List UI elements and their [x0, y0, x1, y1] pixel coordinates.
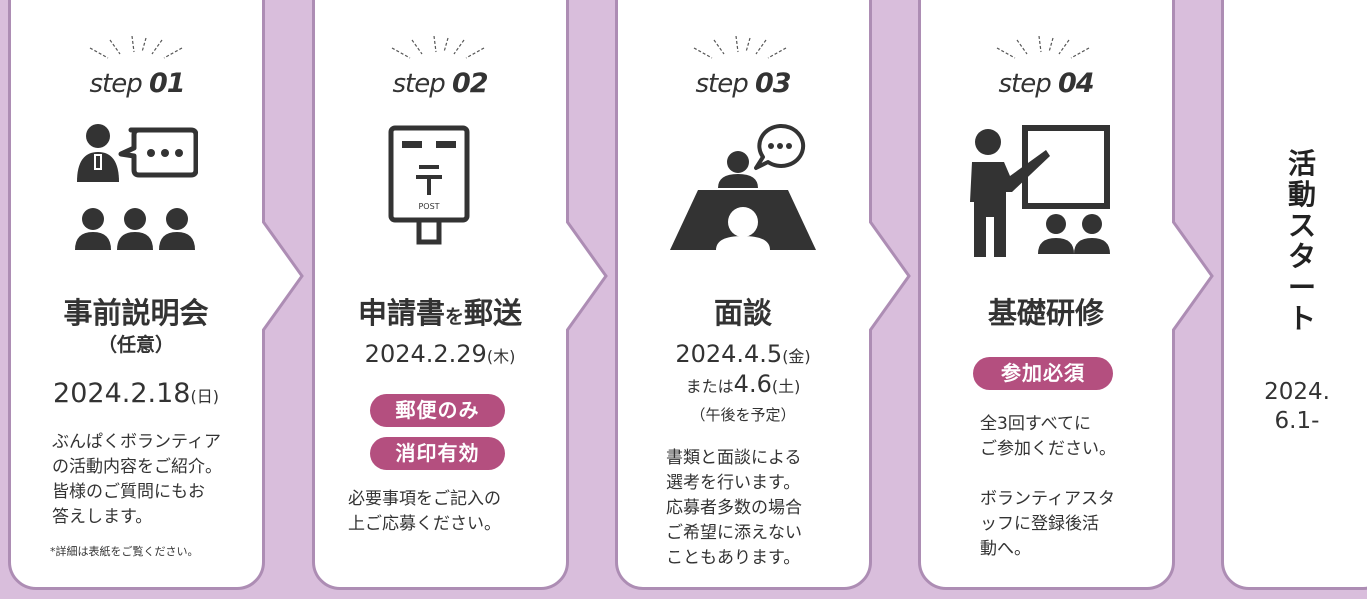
- post-box-icon: POST: [388, 125, 470, 245]
- step-01-label: step 01: [89, 68, 185, 99]
- training-icon: [970, 125, 1110, 257]
- svg-text:POST: POST: [418, 202, 439, 211]
- step-04-title: 基礎研修: [987, 296, 1104, 330]
- seminar-icon: [75, 124, 198, 250]
- step-03-label: step 03: [695, 68, 791, 99]
- step-04-description: 全3回すべてにご参加ください。ボランティアスタッフに登録後活動へ。: [980, 414, 1116, 559]
- sparkle-decoration: [996, 36, 1090, 59]
- step-02-date: 2024.2.29(木): [364, 340, 516, 368]
- step-04-card: [918, 0, 1175, 590]
- interview-icon: [670, 123, 816, 250]
- step-01-description: ぶんぱくボランティアの活動内容をご紹介。皆様のご質問にもお答えします。: [52, 432, 222, 527]
- step-03-time-note: （午後を予定）: [690, 406, 796, 424]
- activity-start-date: 2024.6.1-: [1264, 379, 1330, 434]
- step-01-subtitle: （任意）: [97, 334, 174, 356]
- step-03-date: 2024.4.5(金): [675, 340, 811, 368]
- arrow-4: [1172, 220, 1214, 332]
- arrow-3: [869, 220, 911, 332]
- step-01-note: *詳細は表紙をご覧ください。: [50, 545, 199, 558]
- step-03-date-alt: または4.6(土): [685, 370, 801, 398]
- step-01-title: 事前説明会: [63, 296, 209, 330]
- activity-start-title: 活動スタート: [1287, 147, 1316, 335]
- sparkle-decoration: [89, 36, 183, 59]
- step-02-title: 申請書を郵送: [357, 296, 523, 330]
- arrow-2: [566, 220, 608, 332]
- arrow-1: [262, 220, 304, 332]
- badge-attendance-required: 参加必須: [973, 357, 1113, 390]
- badge-post-only: 郵便のみ: [370, 394, 505, 427]
- sparkle-decoration: [693, 36, 787, 59]
- step-03-description: 書類と面談による選考を行います。応募者多数の場合ご希望に添えないこともあります。: [666, 448, 802, 568]
- step-02-label: step 02: [392, 68, 488, 99]
- step-02-card: [312, 0, 569, 590]
- step-final-card: [1221, 0, 1367, 590]
- step-02-description: 必要事項をご記入の上ご応募ください。: [348, 489, 501, 534]
- step-04-label: step 04: [998, 68, 1094, 99]
- sparkle-decoration: [391, 36, 485, 59]
- step-01-date: 2024.2.18(日): [53, 378, 219, 409]
- badge-postmark-valid: 消印有効: [370, 437, 505, 470]
- step-01-card: [8, 0, 265, 590]
- step-03-title: 面談: [713, 296, 772, 330]
